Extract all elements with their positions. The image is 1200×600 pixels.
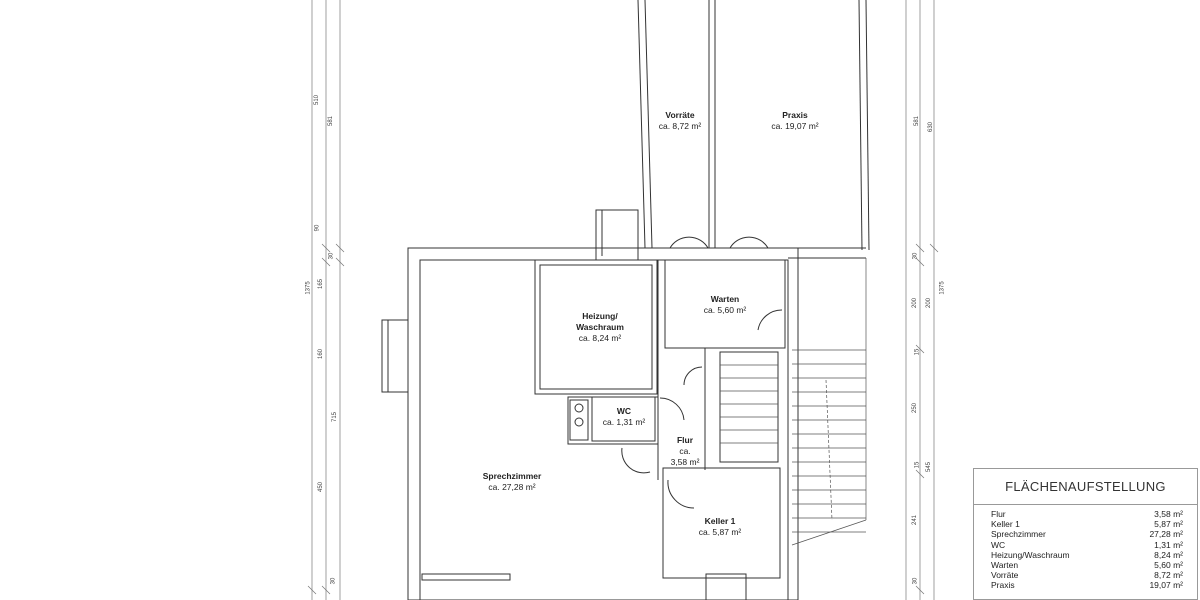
room-name: WC <box>616 406 632 416</box>
room-name: Heizung/ Waschraum <box>576 311 624 332</box>
dimension-label: 200 <box>926 297 933 309</box>
dimension-label: 581 <box>914 115 921 127</box>
room-name: Warten <box>710 294 740 304</box>
dimension-label: 250 <box>912 402 919 414</box>
schedule-row: Sprechzimmer 27,28 m² <box>991 529 1183 539</box>
dimension-label: 200 <box>912 297 919 309</box>
schedule-row: Praxis 19,07 m² <box>991 580 1183 590</box>
room-name: Flur <box>676 435 694 445</box>
area-schedule: FLÄCHENAUFSTELLUNG Flur 3,58 m² Keller 1 5… <box>973 468 1198 600</box>
dimension-label: 241 <box>912 514 919 526</box>
room-name: Keller 1 <box>704 516 736 526</box>
dimension-label: 160 <box>318 348 325 360</box>
schedule-row: Keller 1 5,87 m² <box>991 519 1183 529</box>
schedule-row: WC 1,31 m² <box>991 540 1183 550</box>
schedule-room-name: Sprechzimmer <box>991 529 1046 540</box>
room-area: ca. 8,24 m² <box>578 333 622 343</box>
dimension-label: 30 <box>328 252 335 260</box>
schedule-room-area: 5,87 m² <box>1154 519 1183 530</box>
schedule-row: Flur 3,58 m² <box>991 509 1183 519</box>
dimension-label: 90 <box>314 224 321 232</box>
dimension-label: 15 <box>914 461 921 469</box>
schedule-room-area: 1,31 m² <box>1154 539 1183 550</box>
room-area: ca. 5,87 m² <box>698 527 742 537</box>
schedule-row: Heizung/Waschraum 8,24 m² <box>991 550 1183 560</box>
schedule-row: Vorräte 8,72 m² <box>991 570 1183 580</box>
schedule-room-name: Heizung/Waschraum <box>991 549 1070 560</box>
dimension-label: 715 <box>332 411 339 423</box>
schedule-room-area: 8,72 m² <box>1154 570 1183 581</box>
schedule-title: FLÄCHENAUFSTELLUNG <box>974 469 1197 505</box>
schedule-room-area: 3,58 m² <box>1154 509 1183 519</box>
dimension-label: 1375 <box>305 281 312 295</box>
room-area: ca. 5,60 m² <box>703 305 747 315</box>
room-keller1: Keller 1 ca. 5,87 m² <box>680 516 760 538</box>
schedule-room-name: Vorräte <box>991 570 1019 581</box>
room-name: Vorräte <box>665 110 695 120</box>
room-area: ca. 19,07 m² <box>771 121 819 131</box>
room-heizung: Heizung/ Waschraum ca. 8,24 m² <box>555 311 645 344</box>
dimension-label: 545 <box>926 461 933 473</box>
room-name: Sprechzimmer <box>482 471 542 481</box>
schedule-room-name: Flur <box>991 509 1006 519</box>
dimension-label: 1375 <box>939 281 946 295</box>
dimension-label: 450 <box>318 481 325 493</box>
room-wc: WC ca. 1,31 m² <box>590 406 658 428</box>
schedule-row: Warten 5,60 m² <box>991 560 1183 570</box>
room-area: ca. 8,72 m² <box>658 121 702 131</box>
schedule-room-name: WC <box>991 539 1006 550</box>
dimension-label: 30 <box>330 577 337 585</box>
room-praxis: Praxis ca. 19,07 m² <box>750 110 840 132</box>
dimension-label: 630 <box>928 121 935 133</box>
schedule-rows: Flur 3,58 m² Keller 1 5,87 m² Sprechzimmer… <box>974 505 1197 591</box>
dimension-label: 581 <box>328 115 335 127</box>
dimension-label: 15 <box>914 348 921 356</box>
room-warten: Warten ca. 5,60 m² <box>680 294 770 316</box>
room-sprechzimmer: Sprechzimmer ca. 27,28 m² <box>462 471 562 493</box>
schedule-room-name: Keller 1 <box>991 519 1020 530</box>
schedule-room-name: Praxis <box>991 580 1015 591</box>
schedule-room-area: 19,07 m² <box>1149 580 1183 591</box>
schedule-room-area: 8,24 m² <box>1154 549 1183 560</box>
dimension-label: 165 <box>318 278 325 290</box>
room-area: ca. 3,58 m² <box>670 446 700 467</box>
schedule-room-area: 5,60 m² <box>1154 560 1183 571</box>
dimension-label: 30 <box>912 252 919 260</box>
schedule-room-area: 27,28 m² <box>1149 529 1183 540</box>
room-area: ca. 1,31 m² <box>602 417 646 427</box>
room-area: ca. 27,28 m² <box>488 482 536 492</box>
room-flur: Flur ca. 3,58 m² <box>664 435 706 468</box>
room-vorraete: Vorräte ca. 8,72 m² <box>645 110 715 132</box>
room-name: Praxis <box>782 110 808 120</box>
dimension-label: 30 <box>912 577 919 585</box>
schedule-room-name: Warten <box>991 560 1019 571</box>
dimension-label: 510 <box>314 94 321 106</box>
